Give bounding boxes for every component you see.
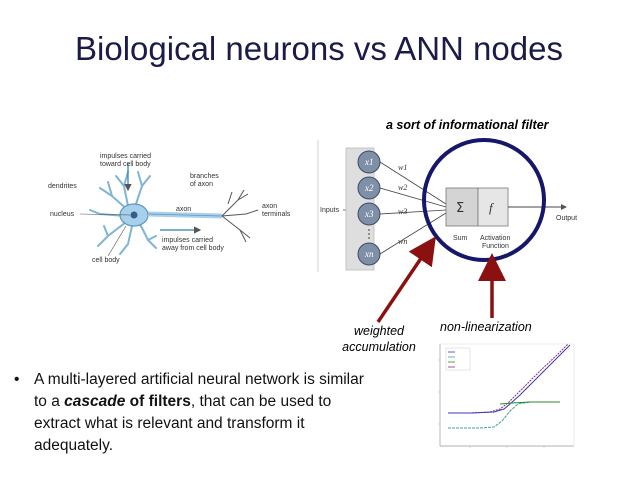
input-node-n: xn xyxy=(357,242,381,266)
nucleus-label: nucleus xyxy=(50,211,75,218)
weight-connections xyxy=(379,161,447,255)
input-node-2: x2 xyxy=(357,176,381,200)
impulses-in-label-2: toward cell body xyxy=(100,161,151,168)
non-linearization-annotation: non-linearization xyxy=(440,320,532,334)
dendrites-drawing xyxy=(89,171,157,255)
weighted-arrow xyxy=(376,236,436,323)
output-label: Output xyxy=(556,215,577,222)
input-node-1: x1 xyxy=(357,150,381,174)
weight-n-label: wn xyxy=(398,237,407,246)
weighted-annotation-line-1: weighted xyxy=(353,324,405,338)
weighted-annotation-line-2: accumulation xyxy=(342,340,416,354)
input-node-3: x3 xyxy=(357,202,381,226)
weight-2-label: w2 xyxy=(398,183,407,192)
input-node-2-label: x2 xyxy=(364,183,374,193)
weight-3-label: w3 xyxy=(398,207,407,216)
branches-label-2: of axon xyxy=(190,181,213,188)
bullet-text-part-3: , that can be used to extract what is re… xyxy=(34,393,332,454)
slide-title: Biological neurons vs ANN nodes xyxy=(75,30,563,67)
inputs-label: Inputs xyxy=(320,207,340,214)
ellipsis-dots xyxy=(368,229,370,239)
bullet-point: • A multi-layered artificial neural netw… xyxy=(14,369,370,457)
impulses-out-label-2: away from cell body xyxy=(162,245,224,252)
activation-box xyxy=(477,187,509,227)
activation-plot-thumbnail xyxy=(438,343,575,448)
biological-neuron-diagram: impulses carried toward cell body branch… xyxy=(48,153,291,264)
cell-body-label: cell body xyxy=(92,257,120,264)
input-node-1-label: x1 xyxy=(364,157,374,167)
input-node-n-label: xn xyxy=(364,249,374,259)
bullet-text: A multi-layered artificial neural networ… xyxy=(14,369,370,457)
axon-terminals-label-2: terminals xyxy=(262,211,291,218)
filter-annotation: a sort of informational filter xyxy=(386,118,549,132)
sum-symbol: Σ xyxy=(456,201,464,216)
bullet-text-part-1: A multi-layered artificial neural networ… xyxy=(34,371,364,410)
impulses-in-label-1: impulses carried xyxy=(100,153,151,160)
weight-1-label: w1 xyxy=(398,163,407,172)
weighted-accumulation-annotation: weighted accumulation xyxy=(325,323,433,355)
bullet-emphasis: cascade xyxy=(64,393,126,410)
impulses-out-label-1: impulses carried xyxy=(162,237,213,244)
input-node-3-label: x3 xyxy=(364,209,374,219)
nucleus-shape xyxy=(130,211,138,219)
dendrites-label: dendrites xyxy=(48,183,77,190)
bullet-dot: • xyxy=(14,371,20,388)
activation-symbol: f xyxy=(489,200,495,215)
axon-label: axon xyxy=(176,206,191,213)
bullet-text-part-2: of filters xyxy=(125,393,191,410)
activation-label-1: Activation xyxy=(480,235,510,242)
branches-label-1: branches xyxy=(190,173,219,180)
ann-node-diagram: Inputs x1 x2 x3 xn xyxy=(320,138,577,271)
sum-box xyxy=(445,187,479,227)
activation-label-2: Function xyxy=(482,243,509,250)
axon-terminals-drawing xyxy=(221,189,259,243)
sum-label: Sum xyxy=(453,235,468,242)
axon-terminals-label-1: axon xyxy=(262,203,277,210)
